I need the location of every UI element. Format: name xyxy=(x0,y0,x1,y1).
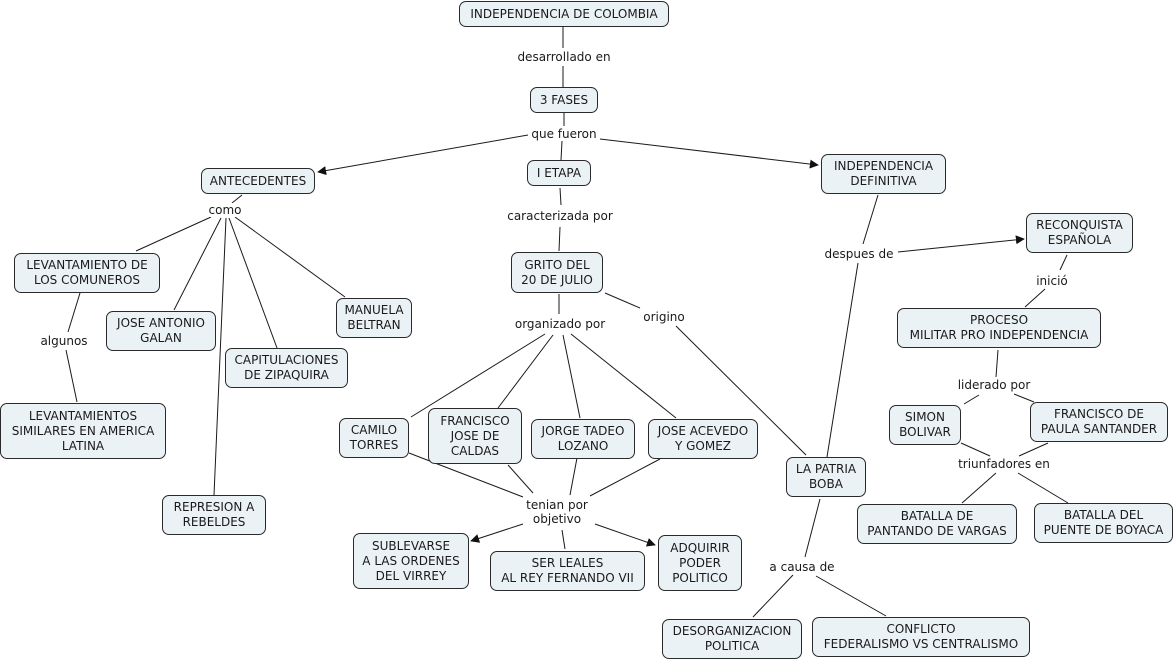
link-line xyxy=(470,523,524,543)
link-line xyxy=(558,226,561,252)
link-label-despues-de: despues de xyxy=(823,247,895,261)
link-line xyxy=(594,523,656,547)
link-line xyxy=(1017,472,1069,504)
link-line xyxy=(752,574,794,618)
link-label-que-fueron: que fueron xyxy=(530,127,598,141)
link-line xyxy=(599,138,819,169)
link-line xyxy=(65,349,78,403)
link-label-origino: origino xyxy=(642,310,686,324)
link-line xyxy=(173,217,222,311)
concept-capitulaciones-zipaquira[interactable]: CAPITULACIONES DE ZIPAQUIRA xyxy=(225,348,348,388)
concept-ser-leales[interactable]: SER LEALES AL REY FERNANDO VII xyxy=(490,551,645,591)
link-line xyxy=(1024,288,1046,308)
link-line xyxy=(213,217,227,496)
link-line xyxy=(317,134,529,176)
link-line xyxy=(1018,442,1049,457)
concept-batalla-pantano-de-vargas[interactable]: BATALLA DE PANTANDO DE VARGAS xyxy=(857,504,1017,544)
link-label-como: como xyxy=(207,203,243,217)
concept-independencia-de-colombia[interactable]: INDEPENDENCIA DE COLOMBIA xyxy=(459,1,669,27)
link-line xyxy=(497,334,554,409)
link-line xyxy=(862,194,879,245)
link-line xyxy=(604,292,641,309)
link-line xyxy=(507,464,534,494)
link-label-inicio: inició xyxy=(1035,274,1069,288)
concept-independencia-definitiva[interactable]: INDEPENDENCIA DEFINITIVA xyxy=(821,154,946,194)
concept-sublevarse[interactable]: SUBLEVARSE A LAS ORDENES DEL VIRREY xyxy=(353,533,469,589)
link-line xyxy=(897,235,1025,253)
concept-levantamiento-comuneros[interactable]: LEVANTAMIENTO DE LOS COMUNEROS xyxy=(14,253,160,293)
link-line xyxy=(826,262,859,458)
link-line xyxy=(963,394,980,405)
link-line xyxy=(675,325,807,456)
concept-proceso-militar[interactable]: PROCESO MILITAR PRO INDEPENDENCIA xyxy=(897,308,1101,348)
link-label-organizado-por: organizado por xyxy=(513,317,607,331)
concept-jorge-tadeo-lozano[interactable]: JORGE TADEO LOZANO xyxy=(531,419,635,459)
link-line xyxy=(410,333,546,418)
link-line xyxy=(961,472,997,504)
link-line xyxy=(562,334,581,419)
link-label-tenian-por-objetivo: tenian por objetivo xyxy=(525,498,589,526)
concept-represion-rebeldes[interactable]: REPRESION A REBELDES xyxy=(162,495,266,535)
concept-conflicto-federalismo[interactable]: CONFLICTO FEDERALISMO VS CENTRALISMO xyxy=(812,617,1030,657)
link-label-liderado-por: liderado por xyxy=(956,378,1032,392)
link-line xyxy=(570,333,677,419)
link-line xyxy=(569,457,578,496)
concept-la-patria-boba[interactable]: LA PATRIA BOBA xyxy=(786,457,866,497)
concept-i-etapa[interactable]: I ETAPA xyxy=(527,160,591,186)
link-label-caracterizada-por: caracterizada por xyxy=(506,209,614,223)
concept-francisco-de-paula-santander[interactable]: FRANCISCO DE PAULA SANTANDER xyxy=(1030,402,1168,442)
link-line xyxy=(1013,393,1035,403)
concept-grito-20-julio[interactable]: GRITO DEL 20 DE JULIO xyxy=(511,252,603,293)
link-line xyxy=(561,529,566,550)
link-line xyxy=(135,216,212,252)
concept-jose-antonio-galan[interactable]: JOSE ANTONIO GALAN xyxy=(106,311,216,351)
link-label-desarrollado-en: desarrollado en xyxy=(516,50,612,64)
concept-camilo-torres[interactable]: CAMILO TORRES xyxy=(339,418,409,458)
link-line xyxy=(960,442,991,457)
concept-3-fases[interactable]: 3 FASES xyxy=(530,87,598,113)
link-line xyxy=(995,349,999,378)
concept-antecedentes[interactable]: ANTECEDENTES xyxy=(201,168,315,194)
concept-manuela-beltran[interactable]: MANUELA BELTRAN xyxy=(336,298,412,338)
concept-simon-bolivar[interactable]: SIMON BOLIVAR xyxy=(889,405,961,445)
concept-batalla-puente-de-boyaca[interactable]: BATALLA DEL PUENTE DE BOYACA xyxy=(1034,503,1173,543)
link-label-triunfadores-en: triunfadores en xyxy=(957,457,1051,471)
link-line xyxy=(231,194,243,204)
link-line xyxy=(234,216,346,298)
link-line xyxy=(589,458,661,497)
concept-jose-acevedo-y-gomez[interactable]: JOSE ACEVEDO Y GOMEZ xyxy=(648,419,758,459)
concept-desorganizacion-politica[interactable]: DESORGANIZACION POLITICA xyxy=(662,619,802,659)
link-label-algunos: algunos xyxy=(39,334,89,348)
concept-francisco-jose-de-caldas[interactable]: FRANCISCO JOSE DE CALDAS xyxy=(428,408,522,464)
link-line xyxy=(560,140,563,161)
link-line xyxy=(1059,254,1068,271)
concept-levantamientos-similares[interactable]: LEVANTAMIENTOS SIMILARES EN AMERICA LATI… xyxy=(0,403,166,459)
link-line xyxy=(804,498,821,558)
link-line xyxy=(815,575,887,617)
link-line xyxy=(559,187,562,206)
link-line xyxy=(67,292,81,333)
concept-adquirir-poder-politico[interactable]: ADQUIRIR PODER POLITICO xyxy=(658,535,742,591)
link-label-a-causa-de: a causa de xyxy=(768,560,836,574)
concept-reconquista-espanola[interactable]: RECONQUISTA ESPAÑOLA xyxy=(1026,213,1133,253)
link-line xyxy=(228,217,278,349)
